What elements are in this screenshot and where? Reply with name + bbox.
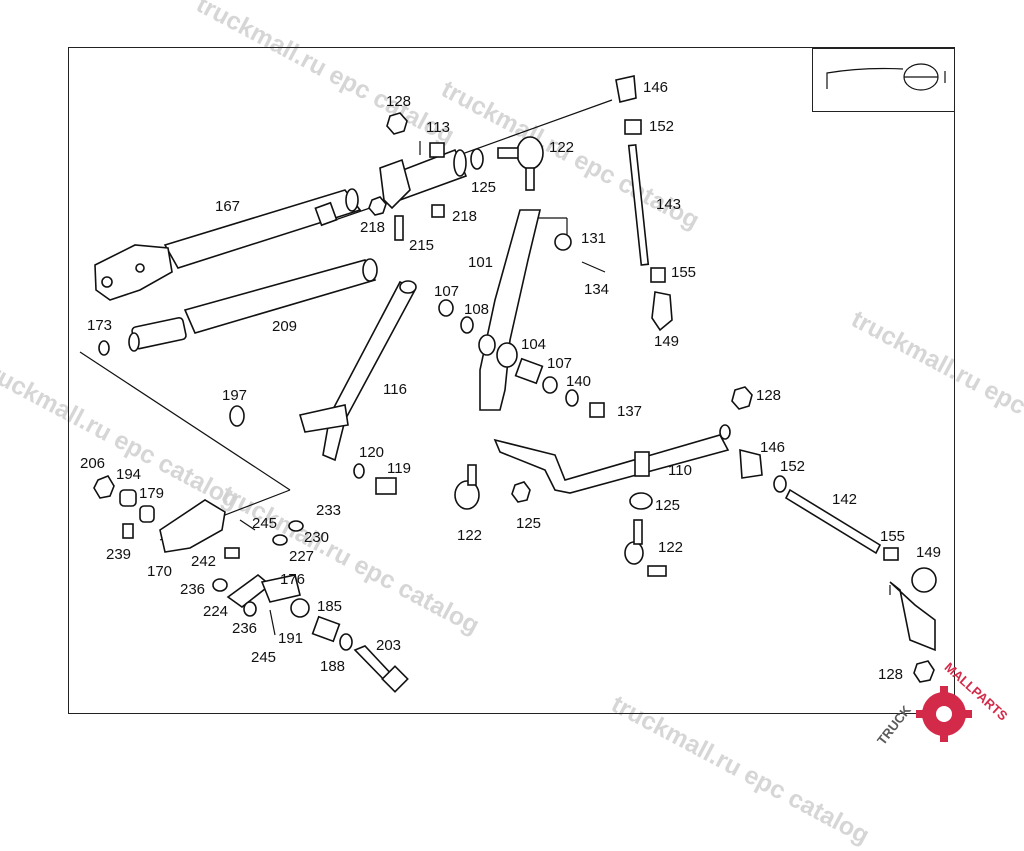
callout-230: 230	[304, 529, 329, 546]
callout-101: 101	[468, 254, 493, 271]
callout-191: 191	[278, 630, 303, 647]
callout-128: 128	[756, 387, 781, 404]
callout-110: 110	[668, 462, 692, 479]
steering-wheel-inset	[812, 48, 955, 112]
callout-206: 206	[80, 455, 105, 472]
callout-203: 203	[376, 637, 401, 654]
callout-107: 107	[547, 355, 572, 372]
callout-155: 155	[671, 264, 696, 281]
part-101-lever	[478, 209, 542, 411]
callout-236: 236	[180, 581, 205, 598]
exploded-view-drawing: 146 128 113 122 152 125 167 218 218 215 …	[79, 75, 941, 693]
callout-224: 224	[203, 603, 228, 620]
callout-146: 146	[760, 439, 785, 456]
callout-239: 239	[106, 546, 131, 563]
callout-134: 134	[584, 281, 609, 298]
callout-107: 107	[434, 283, 459, 300]
callout-137: 137	[617, 403, 642, 420]
callout-120: 120	[359, 444, 384, 461]
callout-215: 215	[409, 237, 434, 254]
part-113-clamp	[379, 142, 468, 210]
callout-125: 125	[516, 515, 541, 532]
callout-233: 233	[316, 502, 341, 519]
callout-188: 188	[320, 658, 345, 675]
callout-113: 113	[426, 119, 450, 136]
callout-146: 146	[643, 79, 668, 96]
callout-104: 104	[521, 336, 546, 353]
gear-icon	[916, 686, 972, 742]
callout-236: 236	[232, 620, 257, 637]
callout-128: 128	[878, 666, 903, 683]
callout-179: 179	[139, 485, 164, 502]
small-hardware	[98, 112, 935, 683]
callout-142: 142	[832, 491, 857, 508]
callout-167: 167	[215, 198, 240, 215]
callout-108: 108	[464, 301, 489, 318]
callout-209: 209	[272, 318, 297, 335]
part-116-lever	[298, 280, 417, 462]
callout-149: 149	[916, 544, 941, 561]
callout-122: 122	[457, 527, 482, 544]
callout-labels: 146 128 113 122 152 125 167 218 218 215 …	[80, 79, 941, 683]
callout-143: 143	[656, 196, 681, 213]
callout-116: 116	[383, 381, 407, 398]
callout-131: 131	[581, 230, 606, 247]
callout-122: 122	[658, 539, 683, 556]
callout-152: 152	[780, 458, 805, 475]
callout-242: 242	[191, 553, 216, 570]
truckmall-logo: TRUCK MALLPARTS	[874, 659, 1011, 748]
callout-176: 176	[280, 571, 305, 588]
part-167-cylinder	[94, 188, 371, 301]
callout-185: 185	[317, 598, 342, 615]
lower-left-assembly	[93, 475, 409, 693]
callout-155: 155	[880, 528, 905, 545]
callout-140: 140	[566, 373, 591, 390]
part-143-rod	[615, 75, 673, 332]
callout-173: 173	[87, 317, 112, 334]
callout-125: 125	[655, 497, 680, 514]
part-142-rod	[739, 448, 937, 652]
callout-218: 218	[452, 208, 477, 225]
steering-wheel-icon	[826, 63, 946, 91]
diagram-frame	[68, 47, 955, 714]
callout-245: 245	[252, 515, 277, 532]
callout-128: 128	[386, 93, 411, 110]
part-110-lever	[493, 424, 731, 494]
part-209-tube	[128, 258, 378, 352]
callout-227: 227	[289, 548, 314, 565]
callout-119: 119	[387, 460, 411, 477]
callout-149: 149	[654, 333, 679, 350]
callout-197: 197	[222, 387, 247, 404]
callout-218: 218	[360, 219, 385, 236]
callout-194: 194	[116, 466, 141, 483]
callout-125: 125	[471, 179, 496, 196]
logo-text-left: TRUCK	[874, 702, 914, 748]
part-122-balljoint	[497, 136, 544, 191]
callout-245: 245	[251, 649, 276, 666]
callout-122: 122	[549, 139, 574, 156]
callout-170: 170	[147, 563, 172, 580]
callout-152: 152	[649, 118, 674, 135]
